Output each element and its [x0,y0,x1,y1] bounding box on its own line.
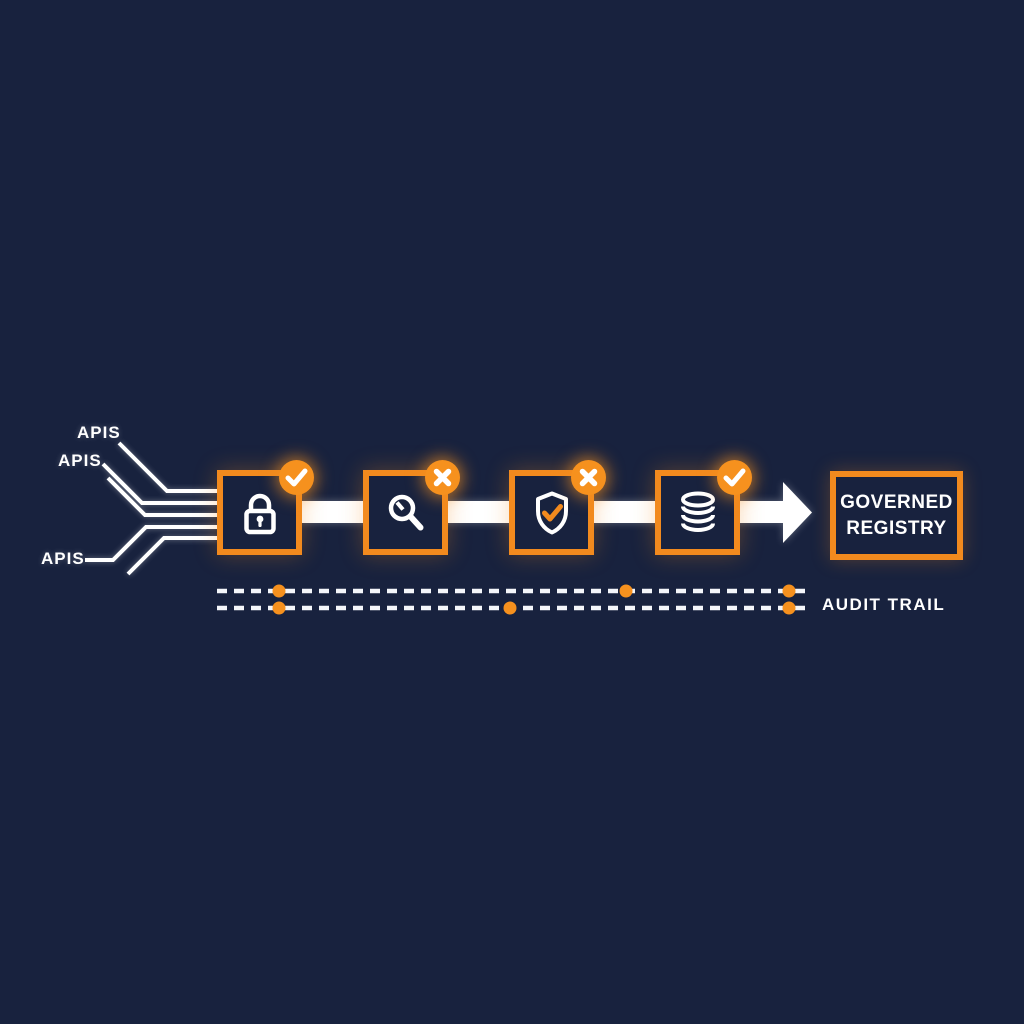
api-source-label: APIS [41,549,85,568]
audit-event-dot [619,584,633,598]
governed-registry-box: GOVERNED REGISTRY [830,471,963,560]
check-icon [285,468,308,487]
stage-box-inspection [363,460,460,555]
check-icon [723,468,746,487]
audit-trail-label: AUDIT TRAIL [822,595,946,614]
audit-event-dot [272,584,286,598]
x-icon [433,468,452,487]
audit-event-dot [503,601,517,615]
stage-box-validation [509,460,606,555]
api-source-label: APIS [58,451,102,470]
check-badge [279,460,314,495]
audit-event-dots [272,584,796,615]
registry-label-line1: GOVERNED [840,491,953,513]
api-connector-lines [85,441,217,576]
stage-box-encryption [217,460,314,555]
audit-event-dot [272,601,286,615]
x-icon [579,468,598,487]
check-badge [717,460,752,495]
audit-event-dot [782,584,796,598]
audit-event-dot [782,601,796,615]
stage-box-storage [655,460,752,555]
registry-label-line2: REGISTRY [846,517,947,539]
database-icon [680,491,715,532]
shield-check-icon [535,491,568,534]
lock-icon [243,493,276,534]
search-icon [388,494,423,530]
x-badge [571,460,606,495]
x-badge [425,460,460,495]
api-source-label: APIS [77,423,121,442]
